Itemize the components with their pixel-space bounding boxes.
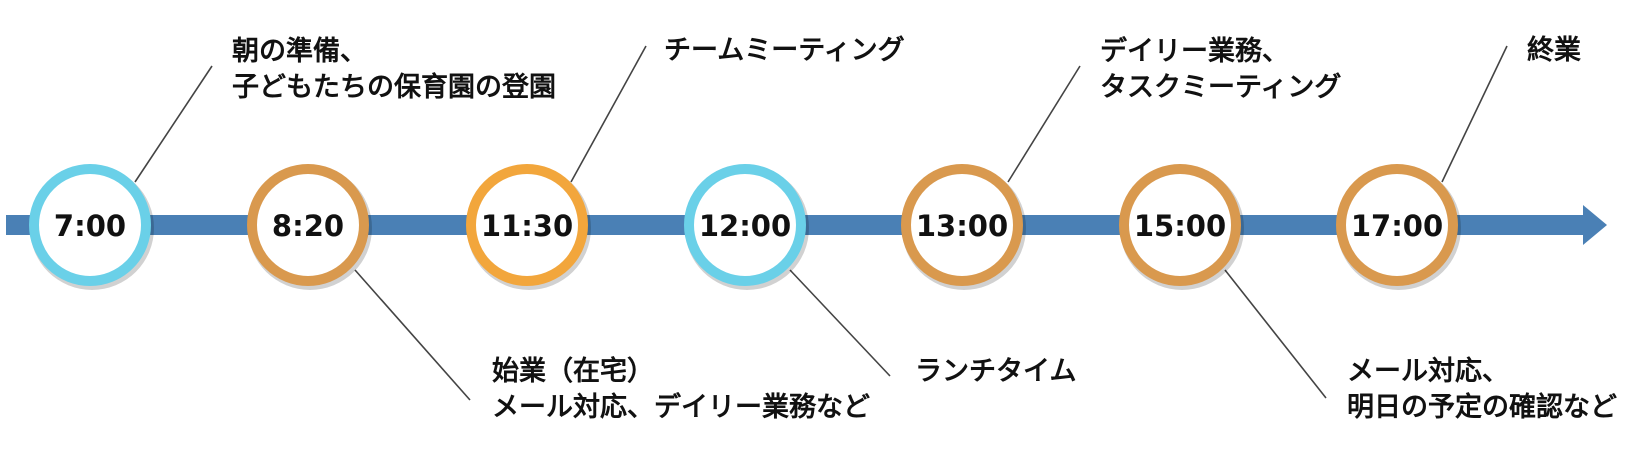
- event-label-line: タスクミーティング: [1100, 71, 1341, 103]
- event-label-line: 終業: [1527, 34, 1581, 66]
- time-node-ring: [1119, 164, 1241, 286]
- event-label-line: 始業（在宅）: [492, 355, 654, 387]
- leader-line: [1441, 45, 1508, 183]
- time-node: 8:20: [247, 164, 372, 290]
- timeline-arrow-head: [1583, 205, 1607, 245]
- event-label: ランチタイム: [915, 356, 1076, 387]
- time-node: 11:30: [466, 164, 591, 290]
- time-label: 17:00: [1351, 209, 1443, 243]
- leader-line: [789, 269, 891, 377]
- leader-line: [570, 45, 647, 183]
- event-label-line: デイリー業務、: [1100, 35, 1289, 67]
- event-label-line: メール対応、: [1347, 355, 1509, 387]
- leader-line: [1224, 269, 1327, 399]
- time-node: 12:00: [684, 164, 809, 290]
- event-label: 始業（在宅） メール対応、デイリー業務など: [492, 355, 870, 423]
- time-node-ring: [466, 164, 588, 286]
- time-label: 15:00: [1134, 209, 1226, 243]
- event-label-line: 子どもたちの保育園の登園: [232, 71, 556, 103]
- time-node-ring: [1336, 164, 1458, 286]
- time-node: 17:00: [1336, 164, 1461, 290]
- time-node: 7:00: [29, 164, 154, 290]
- event-label-line: ランチタイム: [915, 356, 1076, 387]
- time-label: 8:20: [272, 209, 344, 243]
- time-node-ring: [901, 164, 1023, 286]
- event-label: 朝の準備、子どもたちの保育園の登園: [232, 35, 556, 103]
- event-label-line: メール対応、デイリー業務など: [492, 391, 870, 423]
- event-label: チームミーティング: [664, 34, 905, 66]
- event-label-line: 明日の予定の確認など: [1347, 391, 1617, 423]
- time-node: 13:00: [901, 164, 1026, 290]
- leader-line: [1007, 65, 1081, 183]
- time-label: 12:00: [699, 209, 791, 243]
- time-node: 15:00: [1119, 164, 1244, 290]
- time-node-ring: [29, 164, 151, 286]
- event-label: デイリー業務、タスクミーティング: [1100, 35, 1341, 103]
- time-label: 7:00: [54, 209, 126, 243]
- time-node-ring: [684, 164, 806, 286]
- time-node-ring: [247, 164, 369, 286]
- event-label: メール対応、明日の予定の確認など: [1347, 355, 1617, 423]
- time-label: 13:00: [916, 209, 1008, 243]
- event-label: 終業: [1527, 34, 1581, 66]
- leader-line: [354, 269, 471, 401]
- event-label-line: 朝の準備、: [232, 35, 367, 67]
- leader-lines: [134, 45, 1508, 401]
- time-label: 11:30: [481, 209, 573, 243]
- leader-line: [134, 65, 213, 183]
- time-nodes: 7:00 8:20 11:30 12:00 13:00 15:00 17:00: [29, 164, 1461, 290]
- event-label-line: チームミーティング: [664, 34, 905, 66]
